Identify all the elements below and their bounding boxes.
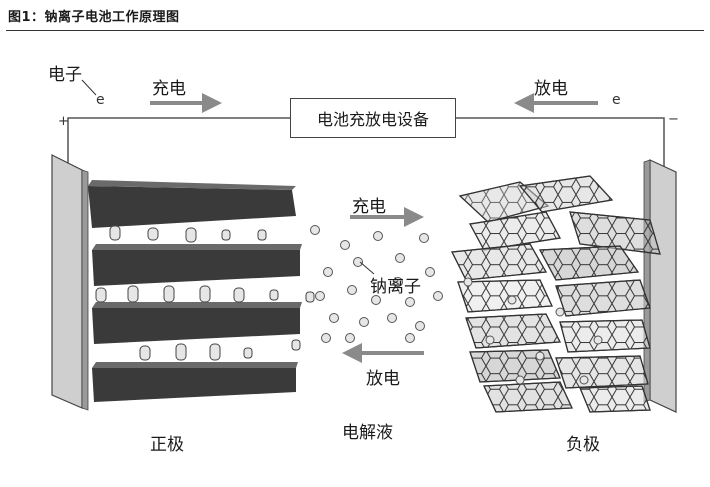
positive-terminal-sign: + bbox=[58, 114, 69, 129]
sodium-ion-pointer bbox=[359, 261, 375, 275]
negative-carbon-sheets bbox=[451, 175, 661, 413]
layer-3 bbox=[92, 302, 302, 344]
electrolyte-sodium-ions bbox=[310, 225, 443, 343]
carbon-sheet bbox=[465, 313, 561, 349]
carbon-sheet bbox=[518, 175, 614, 213]
sodium-ion-label: 钠离子 bbox=[370, 277, 421, 297]
title-divider bbox=[6, 30, 704, 31]
electron-pointer bbox=[81, 79, 97, 96]
positive-layers bbox=[88, 180, 302, 402]
positive-electrode-label: 正极 bbox=[150, 435, 184, 455]
circuit-wire bbox=[67, 117, 665, 168]
carbon-sheet bbox=[555, 279, 651, 317]
layer-4 bbox=[92, 362, 298, 402]
carbon-sheet bbox=[555, 355, 649, 389]
figure-title: 图1：钠离子电池工作原理图 bbox=[8, 10, 180, 25]
carbon-sheet bbox=[483, 381, 573, 413]
carbon-sheet bbox=[469, 211, 561, 251]
charge-label-mid: 充电 bbox=[352, 197, 386, 217]
carbon-sheet bbox=[559, 319, 651, 353]
intercalated-sodium-ions bbox=[95, 225, 315, 361]
electron-symbol-right: e bbox=[612, 92, 621, 108]
positive-electrode-plate bbox=[51, 154, 83, 409]
carbon-sheet bbox=[579, 385, 651, 413]
carbon-sheet bbox=[451, 243, 547, 281]
negative-electrode-plate bbox=[649, 159, 677, 413]
negative-terminal-sign: − bbox=[668, 112, 679, 127]
device-label: 电池充放电设备 bbox=[316, 110, 429, 129]
discharge-label-mid: 放电 bbox=[366, 369, 400, 389]
carbon-sheet bbox=[569, 211, 661, 255]
electrolyte-label: 电解液 bbox=[342, 423, 393, 443]
charge-label-top: 充电 bbox=[152, 79, 186, 99]
electron-label: 电子 bbox=[48, 65, 82, 85]
carbon-sheet bbox=[539, 245, 640, 281]
carbon-sheet bbox=[469, 349, 561, 383]
electron-symbol-left: e bbox=[96, 92, 105, 108]
negative-electrode-label: 负极 bbox=[566, 435, 600, 455]
discharge-label-top: 放电 bbox=[534, 79, 568, 99]
anode-sodium-ions bbox=[463, 277, 603, 385]
layer-1 bbox=[88, 180, 296, 228]
layer-2 bbox=[92, 244, 302, 286]
carbon-sheet bbox=[457, 279, 553, 313]
charge-discharge-device: 电池充放电设备 bbox=[290, 98, 456, 138]
